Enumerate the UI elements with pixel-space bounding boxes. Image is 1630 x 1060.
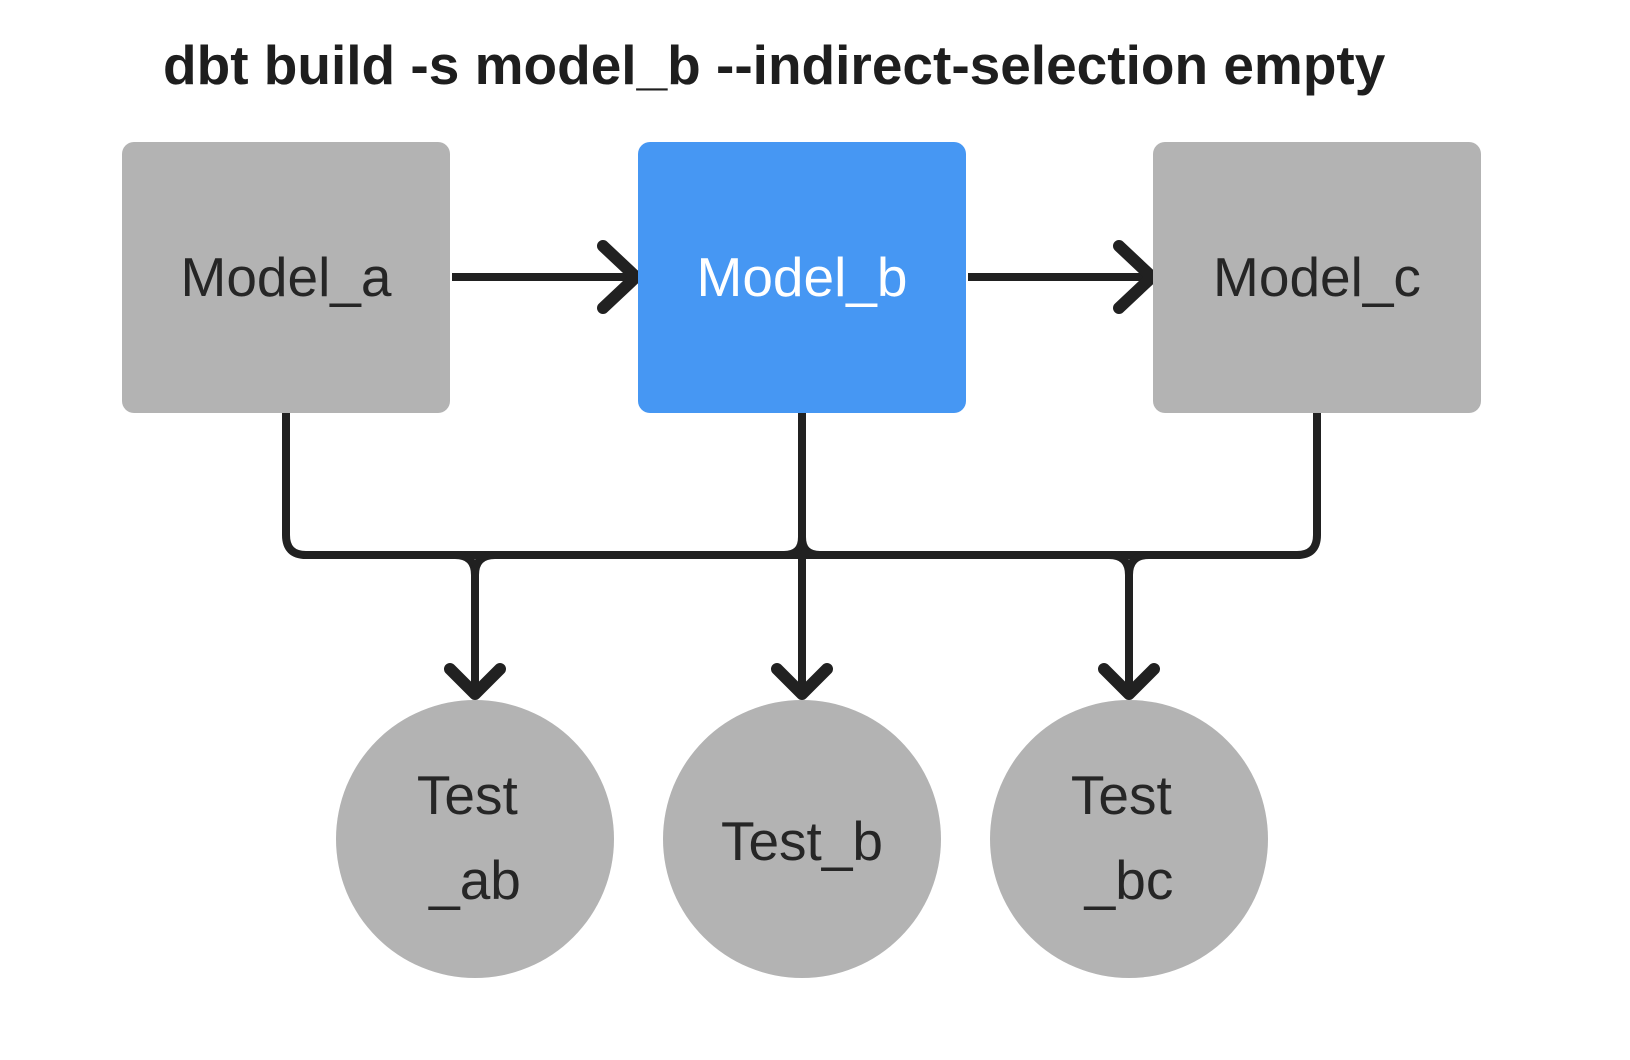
node-model-a-label: Model_a bbox=[181, 246, 392, 308]
edge-junction-fillet-right bbox=[798, 536, 821, 559]
edge-drop-test-ab-fillet bbox=[471, 551, 496, 576]
node-test-bc-label-line2: _bc bbox=[1084, 849, 1174, 911]
node-test-bc-label-line1: Test bbox=[1071, 764, 1172, 826]
arrowhead-into-model-b-icon bbox=[597, 240, 642, 314]
node-model-a bbox=[122, 142, 450, 413]
arrowheads-group bbox=[444, 240, 1160, 700]
diagram-title: dbt build -s model_b --indirect-selectio… bbox=[163, 34, 1386, 96]
node-model-c-label: Model_c bbox=[1213, 246, 1421, 308]
node-test-b bbox=[663, 700, 941, 978]
node-test-ab bbox=[336, 700, 614, 978]
edge-drop-test-bc-fillet bbox=[1125, 551, 1150, 576]
edge-lines-group bbox=[282, 273, 1321, 687]
node-test-bc-label: Test _bc bbox=[1071, 764, 1187, 911]
node-test-b-label: Test_b bbox=[721, 810, 883, 872]
node-test-bc bbox=[990, 700, 1268, 978]
arrowhead-into-model-c-icon bbox=[1113, 240, 1158, 314]
arrowhead-into-test-bc-icon bbox=[1098, 663, 1160, 700]
node-test-ab-label: Test _ab bbox=[417, 764, 533, 911]
node-model-b-label: Model_b bbox=[697, 246, 908, 308]
node-test-ab-label-line2: _ab bbox=[428, 849, 521, 911]
arrowhead-into-test-ab-icon bbox=[444, 663, 506, 700]
node-test-ab-label-line1: Test bbox=[417, 764, 518, 826]
arrowhead-into-test-b-icon bbox=[771, 663, 833, 700]
node-model-c bbox=[1153, 142, 1481, 413]
node-model-b bbox=[638, 142, 966, 413]
